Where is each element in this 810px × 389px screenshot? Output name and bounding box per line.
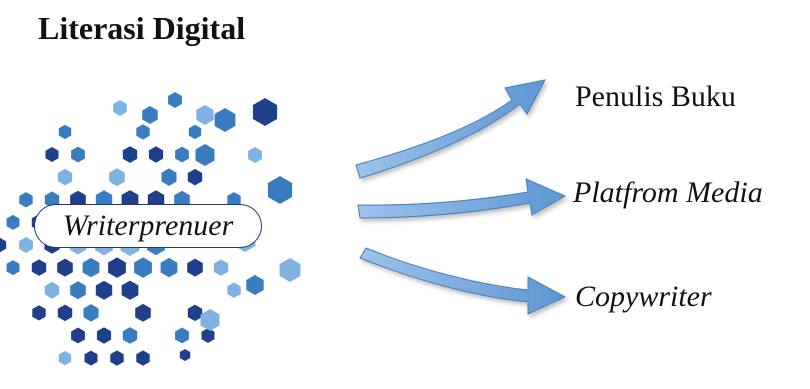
hexagon-tile (121, 280, 139, 300)
hexagon-tile (6, 260, 20, 276)
hexagon-tile (142, 106, 158, 124)
hexagon-tile (134, 257, 152, 278)
output-platfrom-media: Platfrom Media (573, 176, 763, 209)
hexagon-tile (179, 349, 191, 361)
hexagon-tile (113, 100, 127, 116)
hexagon-tile (195, 144, 215, 166)
hexagon-tile (82, 257, 100, 278)
hexagon-tile (109, 168, 125, 187)
hexagon-tile (246, 275, 264, 295)
hexagon-tile (188, 124, 202, 140)
hexagon-tile (187, 258, 203, 277)
hexagon-tile (96, 327, 112, 344)
hexagon-tile (248, 147, 262, 163)
hexagon-tile (70, 281, 86, 300)
hexagon-tile (227, 282, 241, 298)
hexagon-tile (110, 350, 124, 366)
hexagon-tile (95, 280, 113, 300)
hexagon-tile (267, 176, 293, 204)
hexagon-tile (71, 327, 85, 344)
hexagon-tile (187, 304, 203, 322)
hexagon-tile (57, 168, 73, 186)
hexagon-tile (57, 258, 73, 277)
output-penulis-buku: Penulis Buku (575, 80, 736, 113)
hexagon-tile (175, 146, 189, 163)
hexagon-tile (122, 146, 138, 163)
hexagon-tile (227, 192, 241, 208)
hexagon-tile (175, 327, 189, 344)
hexagon-tile (84, 350, 98, 366)
diagram-title: Literasi Digital (38, 10, 246, 46)
writerprenuer-node: Writerprenuer (34, 204, 262, 248)
hexagon-tile (122, 327, 138, 344)
hexagon-tile (19, 192, 33, 208)
hexagon-tile (279, 258, 301, 282)
output-copywriter: Copywriter (575, 280, 712, 313)
hexagon-tile (136, 124, 150, 140)
arrow-to-copywriter (359, 247, 567, 315)
hexagon-tile (196, 105, 214, 125)
hexagon-tile (71, 146, 85, 163)
arrow-to-platfrom-media (357, 178, 567, 219)
hexagon-tile (201, 328, 215, 343)
hexagon-tile (161, 168, 177, 186)
hexagon-tile (6, 214, 20, 230)
hexagon-tile (57, 304, 73, 322)
hexagon-tile (31, 259, 47, 276)
hexagon-tile (19, 237, 33, 253)
hexagon-tile (168, 92, 182, 108)
hexagon-tile (187, 168, 203, 186)
hexagon-tile (58, 350, 72, 366)
hexagon-tile (148, 146, 164, 163)
hexagon-tile (160, 257, 178, 278)
hexagon-tile (213, 259, 229, 276)
hexagon-tile (0, 237, 7, 253)
hexagon-tile (44, 281, 60, 299)
hexagon-tile (83, 304, 99, 322)
hexagon-tile (135, 303, 151, 322)
hexagon-tile (136, 350, 150, 366)
arrow-to-penulis-buku (355, 79, 546, 179)
hexagon-tile (32, 305, 46, 321)
hexagon-tile (58, 124, 72, 140)
hexagon-tile (214, 108, 236, 132)
hexagon-tile (44, 191, 60, 209)
hexagon-tile (200, 309, 220, 331)
hexagon-tile (252, 98, 278, 126)
hexagon-tile (108, 257, 126, 278)
hexagon-tile (45, 147, 59, 162)
